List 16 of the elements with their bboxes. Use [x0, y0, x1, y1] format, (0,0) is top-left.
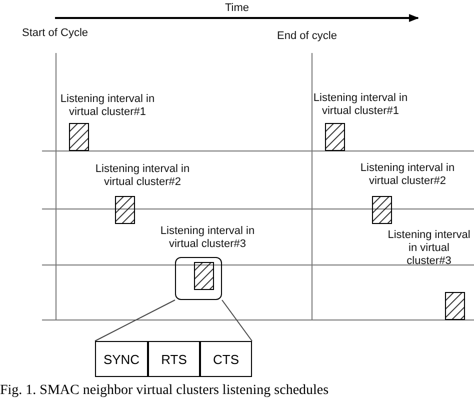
packet-field: CTS — [200, 341, 252, 377]
packet-field: RTS — [148, 341, 200, 377]
interval-label: Listening interval in virtual cluster#1 — [59, 93, 156, 119]
interval-label: Listening interval in virtual cluster#3 — [386, 229, 472, 268]
interval-label: Listening interval in virtual cluster#3 — [160, 225, 255, 251]
cycle-end-label: End of cycle — [276, 30, 338, 43]
interval-label: Listening interval in virtual cluster#2 — [360, 162, 455, 188]
zoom-line — [222, 300, 252, 342]
interval-label: Listening interval in virtual cluster#2 — [95, 163, 190, 189]
zoom-frame — [175, 257, 222, 300]
packet-field: SYNC — [95, 341, 148, 377]
interval-label: Listening interval in virtual cluster#1 — [313, 92, 408, 118]
figure-caption: Fig. 1. SMAC neighbor virtual clusters listening schedules — [0, 383, 329, 399]
cycle-start-label: Start of Cycle — [20, 27, 90, 40]
time-label: Time — [224, 2, 250, 15]
zoom-line — [94, 300, 176, 342]
